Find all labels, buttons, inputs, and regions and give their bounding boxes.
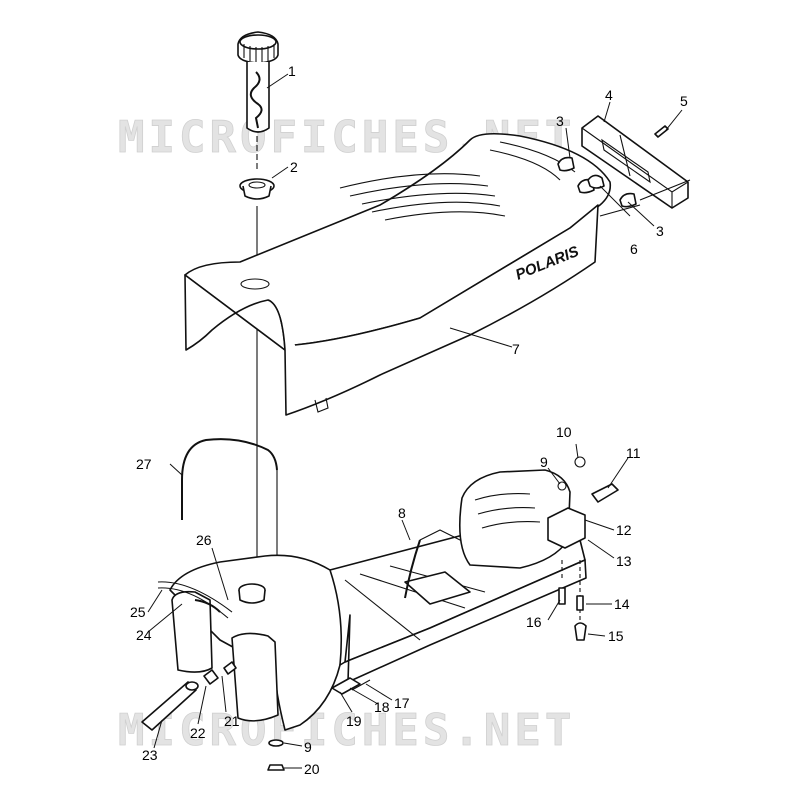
callout-11: 11 [626, 445, 641, 461]
callout-9: 9 [540, 454, 548, 470]
callout-20: 20 [304, 761, 320, 777]
fuel-grommet [239, 178, 275, 200]
callout-4: 4 [605, 87, 613, 103]
callout-24: 24 [136, 627, 152, 643]
callout-18: 18 [374, 699, 390, 715]
callout-3: 3 [656, 223, 664, 239]
callout-22: 22 [190, 725, 206, 741]
callout-7: 7 [512, 341, 520, 357]
seat: POLARIS [184, 132, 612, 416]
fuel-cap-gauge [237, 31, 279, 133]
callout-5: 5 [680, 93, 688, 109]
callout-13: 13 [616, 553, 632, 569]
callout-1: 1 [288, 63, 296, 79]
fuel-tank [157, 554, 351, 731]
callout-10: 10 [556, 424, 572, 440]
callout-25: 25 [130, 604, 146, 620]
callout-21: 21 [224, 713, 240, 729]
callout-14: 14 [614, 596, 630, 612]
callout-12: 12 [616, 522, 632, 538]
leader-lines [147, 73, 683, 769]
callout-17: 17 [394, 695, 410, 711]
callout-9: 9 [304, 739, 312, 755]
callout-15: 15 [608, 628, 624, 644]
watermark-bottom: MICROFICHES.NET [118, 705, 575, 756]
callout-3: 3 [556, 113, 564, 129]
rear-bracket-assembly [557, 115, 691, 217]
callout-27: 27 [136, 456, 152, 472]
callout-16: 16 [526, 614, 542, 630]
fuel-hose-fittings [141, 661, 371, 771]
callout-labels: 1 2 3 3 4 5 6 7 8 9 9 10 11 12 13 14 15 … [130, 63, 688, 777]
callout-23: 23 [142, 747, 158, 763]
callout-2: 2 [290, 159, 298, 175]
battery [458, 456, 619, 641]
callout-26: 26 [196, 532, 212, 548]
breather-hose [181, 438, 278, 520]
callout-8: 8 [398, 505, 406, 521]
callout-6: 6 [630, 241, 638, 257]
callout-19: 19 [346, 713, 362, 729]
